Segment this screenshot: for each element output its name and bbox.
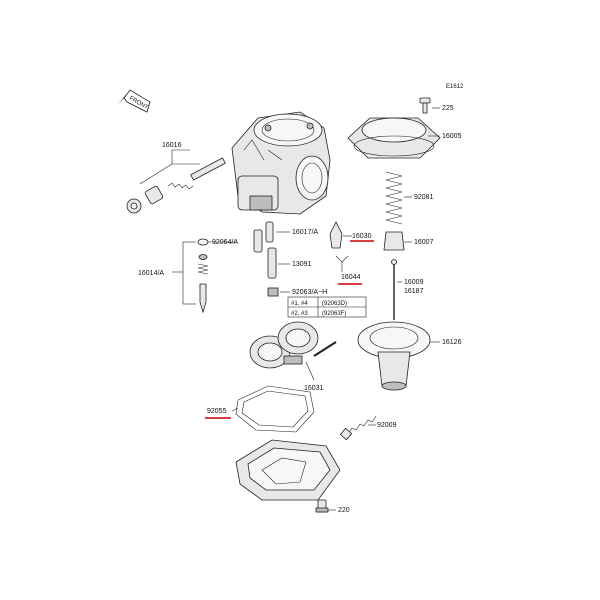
pilot-jet (253, 229, 263, 253)
part-16005-top-cap (347, 117, 441, 159)
carburetor-body (231, 111, 331, 215)
label-92064: 92064/A (212, 239, 238, 246)
label-16187: 16187 (404, 288, 424, 295)
table-row-part: (92063D) (322, 301, 347, 307)
label-92081: 92081 (414, 194, 434, 201)
label-92063: 92063/A~H (292, 289, 327, 296)
part-220-screw (315, 499, 329, 513)
label-92055: 92055 (207, 408, 227, 415)
diagram-code: E1612 (446, 84, 464, 90)
part-92081-spring (385, 171, 403, 225)
part-16044 (335, 255, 349, 272)
part-225-screw (419, 97, 431, 114)
part-16126-diaphragm (357, 321, 431, 391)
label-225: 225 (442, 105, 454, 112)
part-16016-assembly (126, 149, 226, 214)
label-13091: 13091 (292, 261, 312, 268)
part-13091 (267, 247, 277, 279)
part-16017 (265, 221, 274, 243)
part-16014-assembly (172, 238, 209, 314)
part-92009-screw (339, 415, 377, 441)
table-row-cyl: #1, #4 (291, 301, 308, 307)
label-16044: 16044 (341, 274, 361, 281)
part-16030 (329, 221, 343, 249)
part-16031-float (249, 321, 337, 369)
label-16031: 16031 (304, 385, 324, 392)
label-16014: 16014/A (138, 270, 164, 277)
label-16017: 16017/A (292, 229, 318, 236)
main-jet (267, 287, 279, 297)
label-220: 220 (338, 507, 350, 514)
table-row-part: (92063F) (322, 311, 346, 317)
label-92009: 92009 (377, 422, 397, 429)
float-bowl (235, 439, 341, 501)
jet-variant-table: #1, #4 (92063D) #2, #3 (92063F) (287, 296, 367, 318)
front-arrow-icon: FRONT (118, 89, 151, 113)
part-92055-gasket (235, 385, 315, 433)
label-16030: 16030 (352, 233, 372, 240)
label-16007: 16007 (414, 239, 434, 246)
label-16016: 16016 (162, 142, 182, 149)
table-row-cyl: #2, #3 (291, 311, 308, 317)
part-16007-holder (383, 231, 405, 251)
label-16005: 16005 (442, 133, 462, 140)
label-16126: 16126 (442, 339, 462, 346)
label-16009: 16009 (404, 279, 424, 286)
